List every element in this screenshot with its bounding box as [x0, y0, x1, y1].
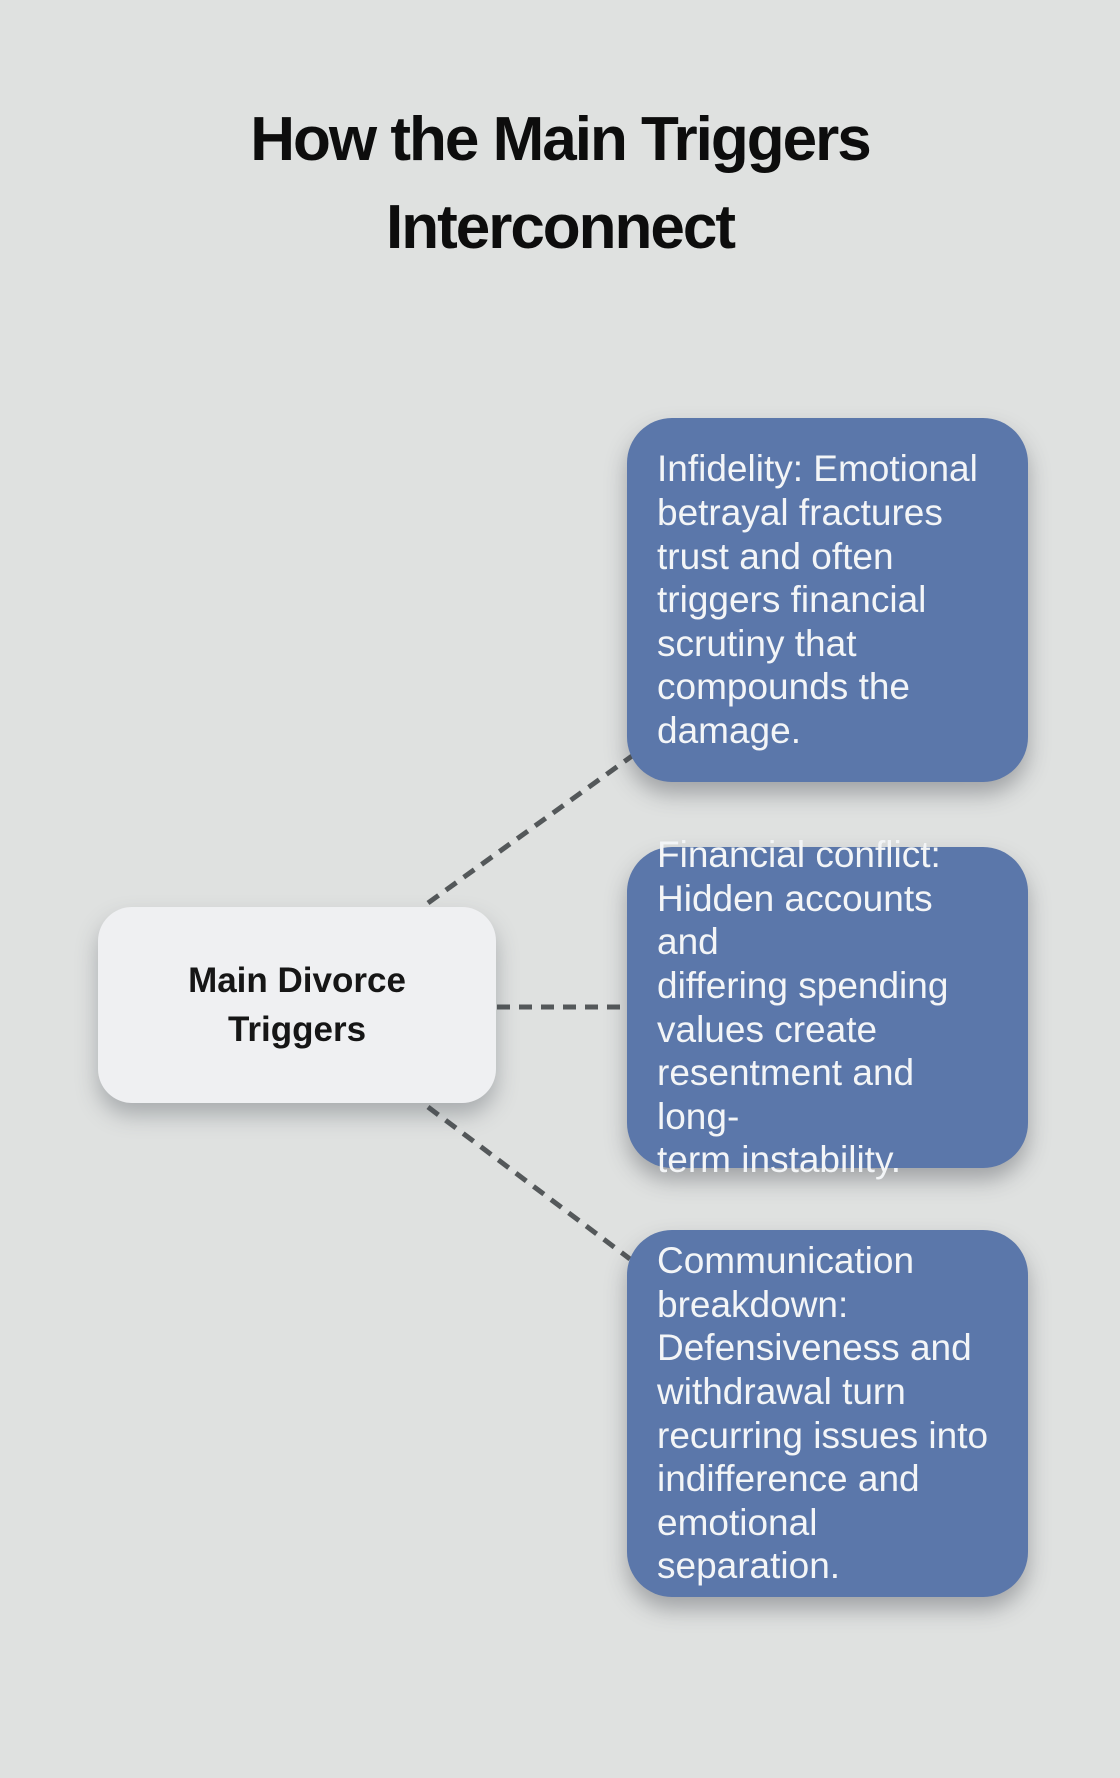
- connector-to-communication-breakdown: [426, 1105, 632, 1261]
- center-node: Main Divorce Triggers: [98, 907, 496, 1103]
- page-title-line-1: How the Main Triggers: [250, 105, 871, 174]
- page-title: How the Main Triggers Interconnect: [0, 96, 1120, 272]
- center-node-label: Main Divorce Triggers: [188, 961, 406, 1049]
- connector-to-infidelity: [426, 753, 634, 906]
- page-title-line-2: Interconnect: [385, 193, 736, 263]
